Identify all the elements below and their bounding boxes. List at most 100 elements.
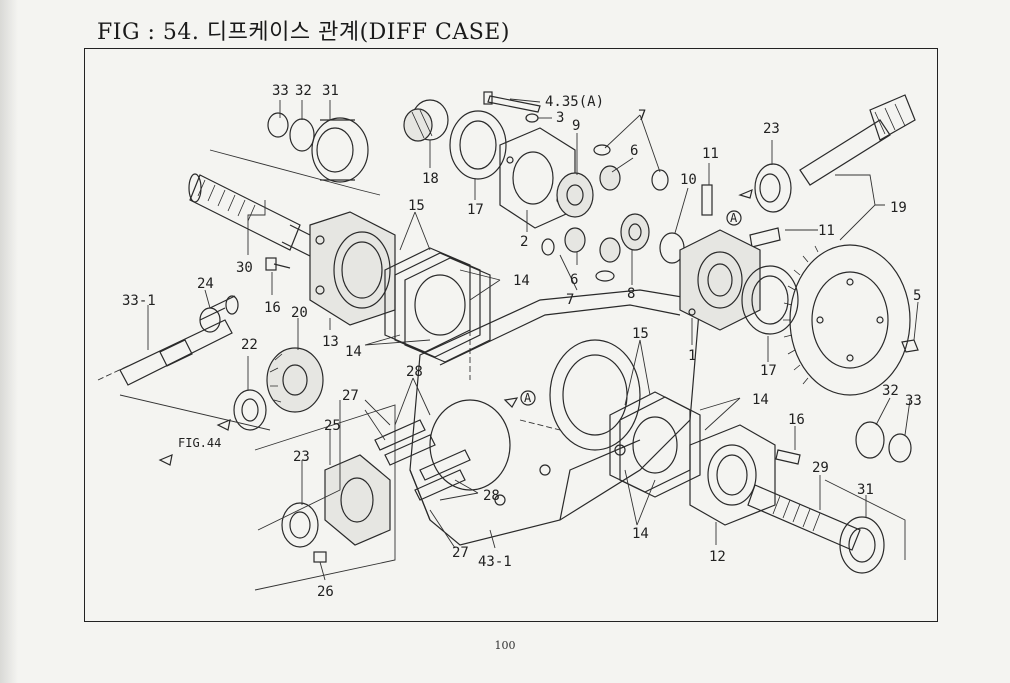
- callout-17-mid: 17: [760, 363, 777, 379]
- shim-stack-left: [384, 247, 491, 363]
- callout-27-top: 27: [342, 388, 359, 404]
- helical-gear-20: [266, 347, 324, 413]
- bearing-17-mid: [741, 265, 799, 335]
- pinion-shaft-19: [799, 94, 916, 186]
- callout-33-top: 33: [272, 83, 289, 99]
- callout-10: 10: [680, 172, 697, 188]
- callout-labels: 33 32 31 4.35(A) 3 7 9 6 11 23 18 17 10 …: [122, 83, 922, 600]
- callout-6-top: 6: [630, 143, 638, 159]
- pinion-gear-6-top: [599, 165, 621, 191]
- callout-fig44: FIG.44: [178, 436, 221, 450]
- callout-15-mid: 15: [632, 326, 649, 342]
- callout-28-top: 28: [406, 364, 423, 380]
- callout-11-top: 11: [702, 146, 719, 162]
- callout-4: 4.35(A): [545, 94, 604, 110]
- callout-8: 8: [627, 286, 635, 302]
- nut-5: [901, 339, 919, 353]
- bearing-23-top: [754, 163, 792, 213]
- callout-14-d: 14: [632, 526, 649, 542]
- callout-16-right: 16: [788, 412, 805, 428]
- washer-3: [525, 113, 539, 123]
- bolt-16-right: [775, 449, 801, 465]
- callout-29: 29: [812, 460, 829, 476]
- bearing-17-top: [449, 110, 507, 180]
- callout-18: 18: [422, 171, 439, 187]
- shaft-33-1: [97, 319, 233, 386]
- pin-11-mid: [749, 227, 781, 248]
- callout-25: 25: [324, 418, 341, 434]
- callout-26: 26: [317, 584, 334, 600]
- callout-28-bottom: 28: [483, 488, 500, 504]
- oil-seal-22: [233, 389, 267, 431]
- callout-14-b: 14: [345, 344, 362, 360]
- bearing-housing-13: [309, 211, 396, 326]
- callout-33-right: 33: [905, 393, 922, 409]
- bolt-26: [313, 551, 327, 563]
- callout-14-c: 14: [752, 392, 769, 408]
- bearing-23-bottom: [281, 502, 319, 548]
- bolt-4: [483, 91, 541, 113]
- shim-stack-right: [609, 391, 701, 498]
- callout-12: 12: [709, 549, 726, 565]
- diagram-frame: [84, 48, 938, 622]
- shaft-29: [747, 484, 861, 551]
- bearing-31-bottom: [839, 516, 885, 574]
- roller-bearing-18: [403, 99, 449, 142]
- bearing-cover-12: [689, 424, 776, 526]
- callout-32-top: 32: [295, 83, 312, 99]
- callout-2: 2: [520, 234, 528, 250]
- pin-11-top: [701, 184, 713, 216]
- marker-a-1: A: [726, 210, 742, 226]
- side-gear-8: [620, 213, 650, 251]
- callout-5: 5: [913, 288, 921, 304]
- callout-6-mid: 6: [570, 272, 578, 288]
- callout-24: 24: [197, 276, 214, 292]
- callout-7-mid: 7: [566, 292, 574, 308]
- output-shaft-30: [188, 173, 331, 263]
- pinion-gear-6-mid: [564, 227, 621, 263]
- callout-15-top: 15: [408, 198, 425, 214]
- svg-text:A: A: [730, 211, 738, 225]
- sleeve-24: [199, 295, 239, 333]
- callout-16-left: 16: [264, 300, 281, 316]
- callout-11-mid: 11: [818, 223, 835, 239]
- washer-7-mid: [541, 238, 615, 282]
- page-number: 100: [494, 639, 516, 652]
- bearing-support-25: [324, 454, 391, 546]
- arrow-icons: [158, 188, 753, 466]
- callout-13: 13: [322, 334, 339, 350]
- callout-31-bottom: 31: [857, 482, 874, 498]
- callout-32-right: 32: [882, 383, 899, 399]
- callout-33-1: 33-1: [122, 293, 156, 309]
- callout-17-top: 17: [467, 202, 484, 218]
- ring-gear: [783, 244, 911, 396]
- callout-31-top: 31: [322, 83, 339, 99]
- leader-lines: [147, 98, 919, 581]
- diff-case-1: [679, 229, 761, 331]
- svg-text:A: A: [524, 391, 532, 405]
- callout-30: 30: [236, 260, 253, 276]
- callout-43-1: 43-1: [478, 554, 512, 570]
- callout-20: 20: [291, 305, 308, 321]
- callout-22: 22: [241, 337, 258, 353]
- callout-23-top: 23: [763, 121, 780, 137]
- side-gear-9: [556, 172, 594, 218]
- callout-3: 3: [556, 110, 564, 126]
- callout-14-a: 14: [513, 273, 530, 289]
- ring-32-top: [289, 118, 315, 152]
- shift-fork-set-upper: [374, 419, 436, 466]
- shift-fork-set-lower: [414, 449, 471, 501]
- scan-edge-shading: [0, 0, 18, 683]
- callout-9: 9: [572, 118, 580, 134]
- bolt-16-left: [265, 257, 291, 271]
- bearing-31-top: [311, 117, 369, 183]
- figure-title: FIG : 54. 디프케이스 관계(DIFF CASE): [97, 20, 510, 45]
- callout-19: 19: [890, 200, 907, 216]
- callout-23-bottom: 23: [293, 449, 310, 465]
- callout-1: 1: [688, 348, 696, 364]
- ring-32-right: [855, 421, 885, 459]
- callout-7-top: 7: [638, 108, 646, 124]
- washer-7-top: [593, 144, 669, 191]
- snap-ring-33-top: [267, 112, 289, 138]
